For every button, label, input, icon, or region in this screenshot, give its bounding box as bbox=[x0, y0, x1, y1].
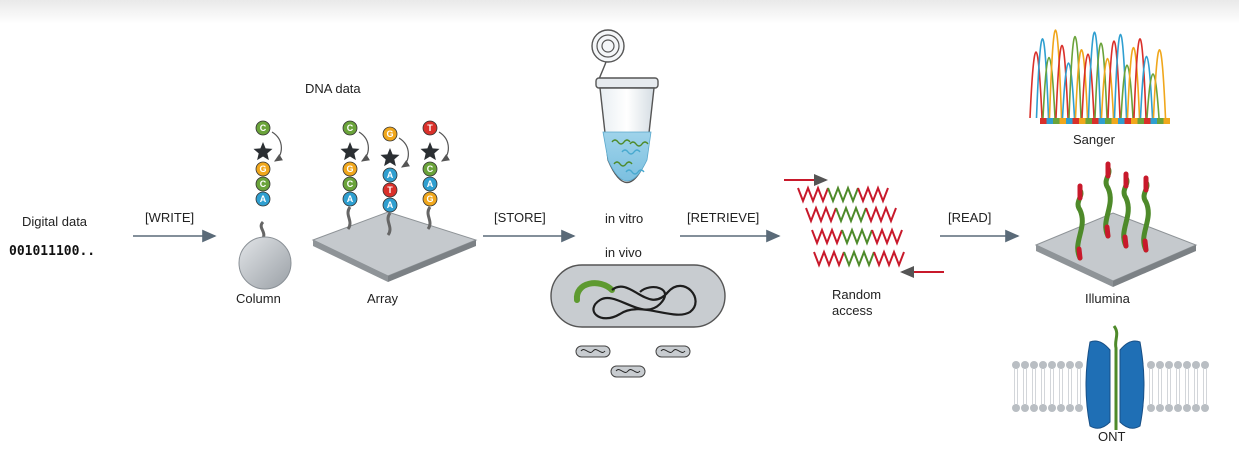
store-step-label: [STORE] bbox=[494, 210, 546, 225]
digital-data-label: Digital data bbox=[22, 214, 88, 229]
nucleotide-T: T bbox=[422, 120, 438, 136]
sanger-chromatogram bbox=[1029, 29, 1170, 124]
nucleotide-C: C bbox=[255, 176, 271, 192]
svg-text:C: C bbox=[347, 123, 354, 133]
column-label: Column bbox=[236, 291, 281, 306]
illumina-label: Illumina bbox=[1085, 291, 1131, 306]
nucleotide-G: G bbox=[382, 126, 398, 142]
nucleotide-A: A bbox=[255, 191, 271, 207]
random-access-label-line2: access bbox=[832, 303, 873, 318]
nucleotide-C: C bbox=[342, 120, 358, 136]
nucleotide-A: A bbox=[342, 191, 358, 207]
star-icon bbox=[420, 142, 440, 161]
read-step-label: [READ] bbox=[948, 210, 991, 225]
small-cells bbox=[575, 345, 691, 378]
star-icon bbox=[253, 142, 273, 161]
dna-data-title: DNA data bbox=[305, 81, 361, 96]
svg-text:A: A bbox=[427, 179, 434, 189]
nucleotide-C: C bbox=[342, 176, 358, 192]
nucleotide-G: G bbox=[342, 161, 358, 177]
write-step-label: [WRITE] bbox=[145, 210, 194, 225]
svg-text:A: A bbox=[387, 170, 394, 180]
svg-text:C: C bbox=[347, 179, 354, 189]
star-icon bbox=[340, 142, 360, 161]
nucleotide-A: A bbox=[382, 197, 398, 213]
top-band bbox=[0, 0, 1239, 24]
svg-text:G: G bbox=[426, 194, 433, 204]
tube-icon bbox=[591, 29, 659, 183]
svg-text:T: T bbox=[387, 185, 393, 195]
random-access-label-line1: Random bbox=[832, 287, 881, 302]
svg-text:G: G bbox=[346, 164, 353, 174]
sanger-label: Sanger bbox=[1073, 132, 1116, 147]
random-access-strands bbox=[784, 174, 944, 278]
svg-text:T: T bbox=[427, 123, 433, 133]
in-vivo-label: in vivo bbox=[605, 245, 642, 260]
nucleotide-G: G bbox=[422, 191, 438, 207]
nucleotide-C: C bbox=[422, 161, 438, 177]
nucleotide-C: C bbox=[255, 120, 271, 136]
svg-text:C: C bbox=[427, 164, 434, 174]
in-vitro-label: in vitro bbox=[605, 211, 643, 226]
svg-text:A: A bbox=[347, 194, 354, 204]
svg-text:G: G bbox=[386, 129, 393, 139]
cell-icon bbox=[550, 264, 726, 328]
svg-text:C: C bbox=[260, 179, 267, 189]
bead-icon bbox=[238, 236, 292, 290]
star-icon bbox=[380, 148, 400, 167]
retrieve-step-label: [RETRIEVE] bbox=[687, 210, 759, 225]
illumina-flowcell bbox=[1034, 161, 1198, 287]
svg-text:C: C bbox=[260, 123, 267, 133]
svg-text:A: A bbox=[387, 200, 394, 210]
binary-data: 001011100.. bbox=[9, 244, 95, 259]
nucleotide-G: G bbox=[255, 161, 271, 177]
svg-text:A: A bbox=[260, 194, 267, 204]
svg-text:G: G bbox=[259, 164, 266, 174]
nucleotide-T: T bbox=[382, 182, 398, 198]
nucleotide-A: A bbox=[382, 167, 398, 183]
nucleotide-A: A bbox=[422, 176, 438, 192]
array-label: Array bbox=[367, 291, 399, 306]
ont-nanopore bbox=[1012, 325, 1209, 430]
ont-label: ONT bbox=[1098, 429, 1126, 444]
array-plate bbox=[311, 211, 478, 277]
